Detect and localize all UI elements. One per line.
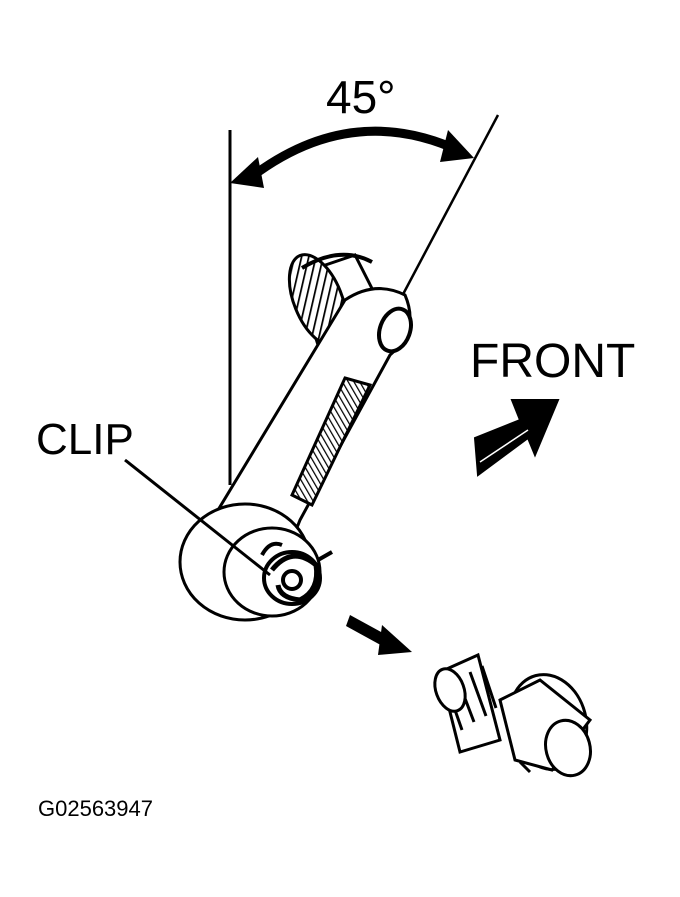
regulator-shaft [433,652,593,778]
angled-reference-line [398,114,500,301]
angle-arc-arrow [230,126,474,188]
clip-leader-line [124,458,271,577]
crank-handle [178,252,413,622]
figure-id: G02563947 [38,796,153,821]
front-label: FRONT [470,335,636,388]
install-direction-arrow [346,615,412,655]
handle-hole [377,306,413,354]
retaining-clip [260,541,333,606]
handle-slot [290,376,373,508]
clip-label: CLIP [36,415,134,464]
angle-label: 45° [326,71,396,123]
